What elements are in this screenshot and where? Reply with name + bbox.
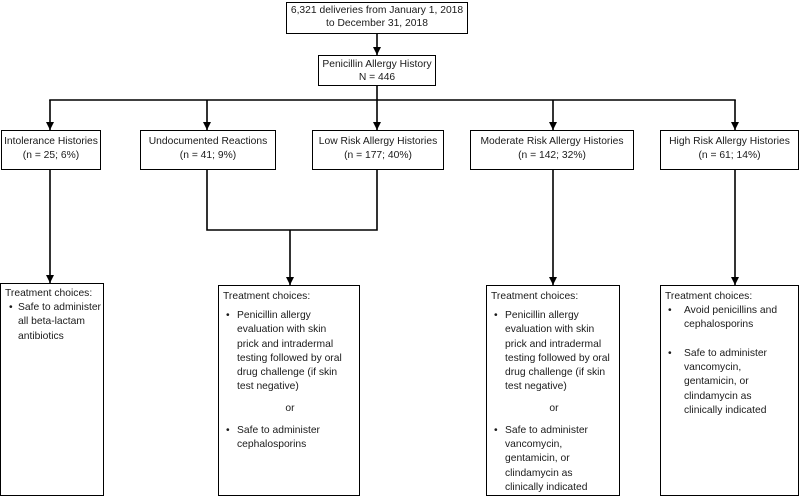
option-text-line: Safe to administer [684,347,767,359]
option-text-line: Penicillin allergy [237,310,311,322]
bullet-icon: • [226,310,230,322]
category-title: Low Risk Allergy Histories [318,136,438,147]
option-text-line: cephalosporins [684,319,754,331]
option-text-line: cephalosporins [237,439,307,451]
bullet-icon: • [226,424,230,436]
option-text-line: evaluation with skin [237,324,327,336]
treatment-box-high-risk: Treatment choices: • Avoid penicillins an… [660,285,799,496]
treatment-options: • Avoid penicillins and cephalosporins • Saf… [665,304,796,418]
option-text-line: vancomycin, [505,439,563,451]
treatment-option: • Safe to administer cephalosporins [223,424,357,452]
treatment-option: • Penicillin allergy evaluation with skin p… [491,309,617,394]
option-text-line: clinically indicated [684,404,767,416]
node-count-line: N = 446 [358,72,396,83]
category-title: Moderate Risk Allergy Histories [480,136,624,147]
category-box-intolerance: Intolerance Histories (n = 25; 6%) [1,130,101,170]
option-text-line: clindamycin as [505,467,573,479]
bullet-icon: • [668,305,672,317]
option-text-line: Safe to administer [237,424,320,436]
option-text-line: gentamicin, or [684,376,749,388]
option-text-line: testing followed by oral [237,352,342,364]
option-text-line: testing followed by oral [505,352,610,364]
option-text-line: Safe to administer [18,302,101,314]
category-title: Undocumented Reactions [148,136,268,147]
option-text-line: gentamicin, or [505,453,570,465]
bullet-icon: • [668,347,672,359]
option-text-line: Avoid penicillins and [684,305,778,317]
option-text-line: drug challenge (if skin [505,367,606,379]
bullet-icon: • [9,302,13,314]
option-text-line: evaluation with skin [505,324,595,336]
treatment-options: • Penicillin allergy evaluation with skin p… [491,309,617,495]
option-text-line: vancomycin, [684,362,742,374]
population-node-penicillin-allergy: Penicillin Allergy History N = 446 [318,55,436,86]
category-box-moderate-risk: Moderate Risk Allergy Histories (n = 142… [470,130,634,170]
option-text-line: Safe to administer [505,424,588,436]
treatment-heading: Treatment choices: [491,291,579,302]
option-text-line: all beta-lactam [18,316,85,328]
option-text-line: prick and intradermal [237,338,334,350]
or-separator: or [549,402,559,414]
treatment-heading: Treatment choices: [665,291,753,302]
category-count: (n = 177; 40%) [344,150,412,161]
treatment-option: • Safe to administer vancomycin, gentamicin… [665,347,796,418]
category-count: (n = 41; 9%) [179,150,237,161]
option-text-line: test negative) [237,381,299,393]
treatment-heading: Treatment choices: [5,288,93,299]
option-text-line: Penicillin allergy [505,310,579,322]
connector-undocumented-low-risk-merge [206,170,378,231]
option-text-line: drug challenge (if skin [237,367,338,379]
category-count: (n = 61; 14%) [698,150,761,161]
category-count: (n = 25; 6%) [22,150,80,161]
treatment-options: • Safe to administer all beta-lactam antibi… [5,301,101,344]
category-count: (n = 142; 32%) [518,150,586,161]
option-text-line: clindamycin as [684,390,752,402]
treatment-box-moderate-risk: Treatment choices: • Penicillin allergy ev… [486,285,620,496]
bullet-icon: • [494,310,498,322]
treatment-options: • Penicillin allergy evaluation with skin p… [223,309,357,452]
node-text-line: to December 31, 2018 [326,18,428,29]
category-title: High Risk Allergy Histories [669,136,790,147]
node-text-line: Penicillin Allergy History [322,59,432,70]
treatment-option: • Avoid penicillins and cephalosporins [665,304,796,332]
option-text-line: antibiotics [18,330,64,342]
treatment-box-intolerance: Treatment choices: • Safe to administer al… [0,283,104,496]
category-box-undocumented: Undocumented Reactions (n = 41; 9%) [140,130,276,170]
or-separator: or [285,402,295,414]
category-box-low-risk: Low Risk Allergy Histories (n = 177; 40%… [312,130,444,170]
option-text-line: prick and intradermal [505,338,602,350]
treatment-option: • Safe to administer vancomycin, gentamicin… [491,424,617,495]
bullet-icon: • [494,424,498,436]
treatment-option: • Safe to administer all beta-lactam antibi… [5,301,101,344]
node-text-line: 6,321 deliveries from January 1, 2018 [290,5,464,16]
option-text-line: test negative) [505,381,567,393]
option-text-line: clinically indicated [505,481,588,493]
treatment-option: • Penicillin allergy evaluation with skin p… [223,309,357,394]
treatment-box-undocumented-low-risk: Treatment choices: • Penicillin allergy ev… [218,285,360,496]
category-title: Intolerance Histories [4,136,98,147]
start-node-deliveries: 6,321 deliveries from January 1, 2018 to… [286,2,468,34]
treatment-heading: Treatment choices: [223,291,311,302]
category-box-high-risk: High Risk Allergy Histories (n = 61; 14%… [660,130,799,170]
